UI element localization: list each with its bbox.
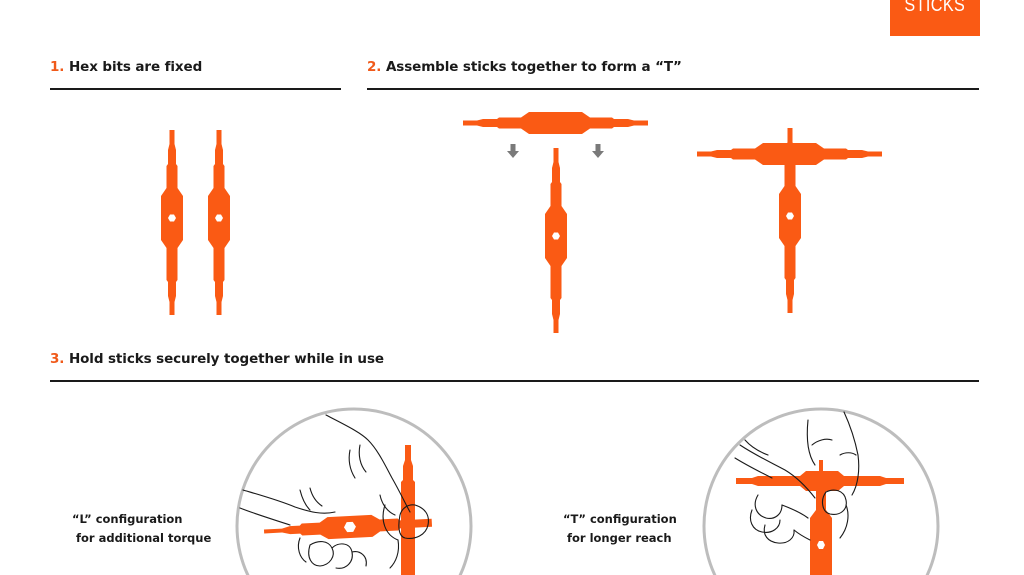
step-2-divider — [367, 88, 979, 90]
l-config-line2: for additional torque — [76, 531, 212, 545]
logo-text: STICKS — [904, 0, 966, 16]
assembled-t-tool — [697, 128, 882, 313]
t-config-illustration — [702, 407, 940, 575]
step-2-text: Assemble sticks together to form a “T” — [385, 59, 682, 75]
t-config-caption: “T” configuration for longer reach — [563, 510, 677, 548]
step-1-divider — [50, 88, 341, 90]
step-1-text: Hex bits are fixed — [68, 59, 203, 75]
step-2-title: 2. Assemble sticks together to form a “T… — [367, 59, 682, 75]
t-config-line2: for longer reach — [567, 531, 672, 545]
step-3-title: 3. Hold sticks securely together while i… — [50, 351, 384, 367]
sticks-logo: STICKS — [890, 0, 980, 36]
hand-illustration — [239, 414, 429, 569]
step-3-text: Hold sticks securely together while in u… — [68, 351, 384, 367]
step-1-title: 1. Hex bits are fixed — [50, 59, 202, 75]
l-config-illustration — [235, 407, 473, 575]
step-3-number: 3. — [50, 351, 65, 367]
hand-illustration — [734, 411, 860, 544]
step-2-number: 2. — [367, 59, 382, 75]
l-config-caption: “L” configuration for additional torque — [72, 510, 211, 548]
l-config-line1: “L” configuration — [72, 512, 183, 526]
step-1-number: 1. — [50, 59, 65, 75]
step-3-divider — [50, 380, 979, 382]
t-config-line1: “T” configuration — [563, 512, 677, 526]
